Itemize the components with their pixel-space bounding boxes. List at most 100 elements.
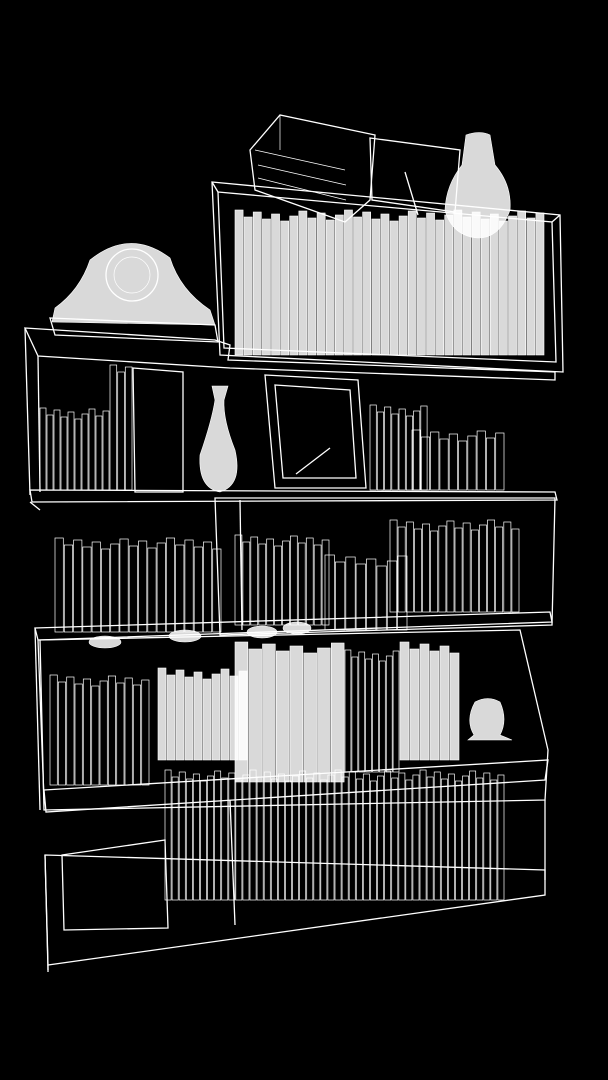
book [348, 771, 356, 901]
book [285, 780, 292, 901]
book [101, 548, 111, 633]
book [407, 210, 417, 356]
book [207, 775, 214, 901]
book [109, 364, 118, 491]
book [405, 415, 413, 491]
book [486, 437, 496, 491]
book [220, 668, 230, 761]
book [398, 408, 406, 491]
book [321, 539, 330, 626]
book [397, 526, 406, 613]
book [371, 218, 381, 356]
book [440, 778, 448, 901]
book [412, 774, 420, 901]
book [82, 678, 91, 786]
book [313, 544, 322, 626]
mantel-clock-wireframe [49, 243, 219, 343]
book [211, 673, 221, 761]
book [419, 769, 427, 901]
book [299, 770, 307, 901]
book [358, 651, 366, 773]
book [262, 643, 276, 783]
book [511, 528, 520, 613]
book [66, 676, 75, 786]
book [355, 563, 366, 631]
book [449, 652, 460, 761]
book [166, 674, 176, 761]
book [81, 413, 89, 491]
book [307, 217, 317, 356]
book [470, 529, 479, 613]
book [377, 775, 384, 901]
book [462, 775, 469, 901]
book [435, 219, 445, 356]
book [476, 777, 484, 901]
book [184, 539, 194, 633]
book [202, 678, 212, 761]
book [157, 667, 167, 761]
middle-upper-shelf [23, 327, 558, 511]
book [175, 669, 185, 761]
book [107, 675, 116, 786]
book [316, 212, 326, 356]
book [386, 560, 398, 631]
book [57, 681, 66, 786]
bottom-shelf-box [44, 799, 546, 972]
book [39, 407, 47, 491]
book [263, 771, 271, 901]
book [305, 537, 314, 626]
book [234, 641, 249, 783]
book [298, 210, 308, 356]
book [497, 774, 505, 901]
book [426, 776, 434, 901]
book [277, 773, 285, 901]
book [266, 538, 274, 626]
book [228, 772, 236, 901]
book [184, 676, 194, 761]
book [419, 643, 430, 761]
book [248, 648, 262, 783]
book [250, 536, 259, 626]
book [355, 778, 363, 901]
book [490, 779, 498, 901]
book [462, 216, 472, 356]
book [389, 519, 398, 613]
book [306, 777, 314, 901]
book [82, 546, 92, 633]
book [398, 772, 406, 901]
book [376, 411, 384, 491]
book [289, 215, 299, 356]
book [341, 776, 349, 901]
book [409, 648, 420, 761]
book [366, 558, 377, 631]
book [379, 660, 386, 773]
book [138, 540, 148, 633]
lower-shelf-box [39, 629, 549, 813]
book [60, 416, 68, 491]
book [74, 418, 82, 491]
book [405, 779, 413, 901]
book [370, 780, 377, 901]
book [535, 212, 545, 356]
book [88, 408, 96, 491]
book [91, 541, 101, 633]
book [49, 674, 58, 786]
book [362, 773, 370, 901]
book [95, 415, 103, 491]
book [327, 774, 335, 901]
book [102, 410, 110, 491]
book [335, 561, 346, 631]
book [110, 543, 120, 633]
book [495, 526, 504, 613]
book [426, 212, 435, 356]
book [405, 521, 414, 613]
candle-holder-wireframe [467, 698, 513, 741]
book [439, 645, 450, 761]
book [334, 769, 342, 901]
book [438, 525, 447, 613]
book [270, 778, 278, 901]
book [320, 779, 328, 901]
book [156, 542, 166, 633]
book [313, 772, 321, 901]
